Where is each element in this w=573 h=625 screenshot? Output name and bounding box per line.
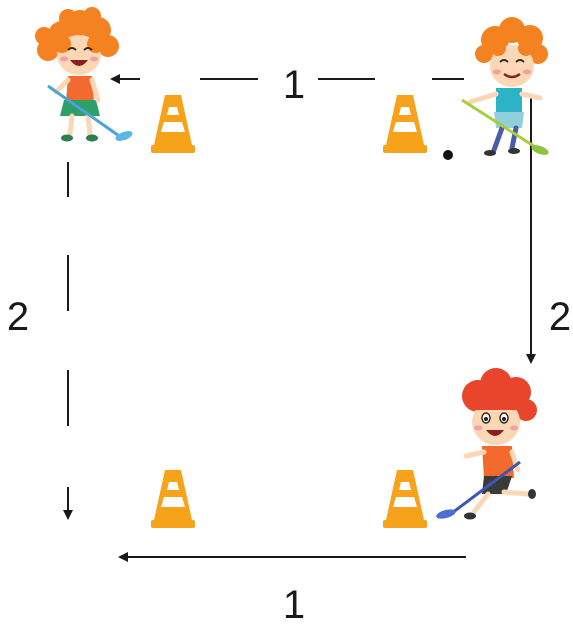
traffic-cone-icon [151,470,195,528]
traffic-cone-icon [151,95,195,153]
label-top-path: 1 [283,63,305,107]
label-bottom-path: 1 [283,583,305,625]
boy-with-floorball-stick-icon [462,17,550,157]
traffic-cone-icon [383,95,427,153]
ball-icon [443,150,453,160]
label-right-path: 2 [549,295,571,339]
traffic-cone-icon [383,470,427,528]
label-left-path: 2 [7,295,29,339]
girl-with-floorball-stick-icon [35,7,134,143]
boy-running-with-stick-icon [435,368,537,520]
